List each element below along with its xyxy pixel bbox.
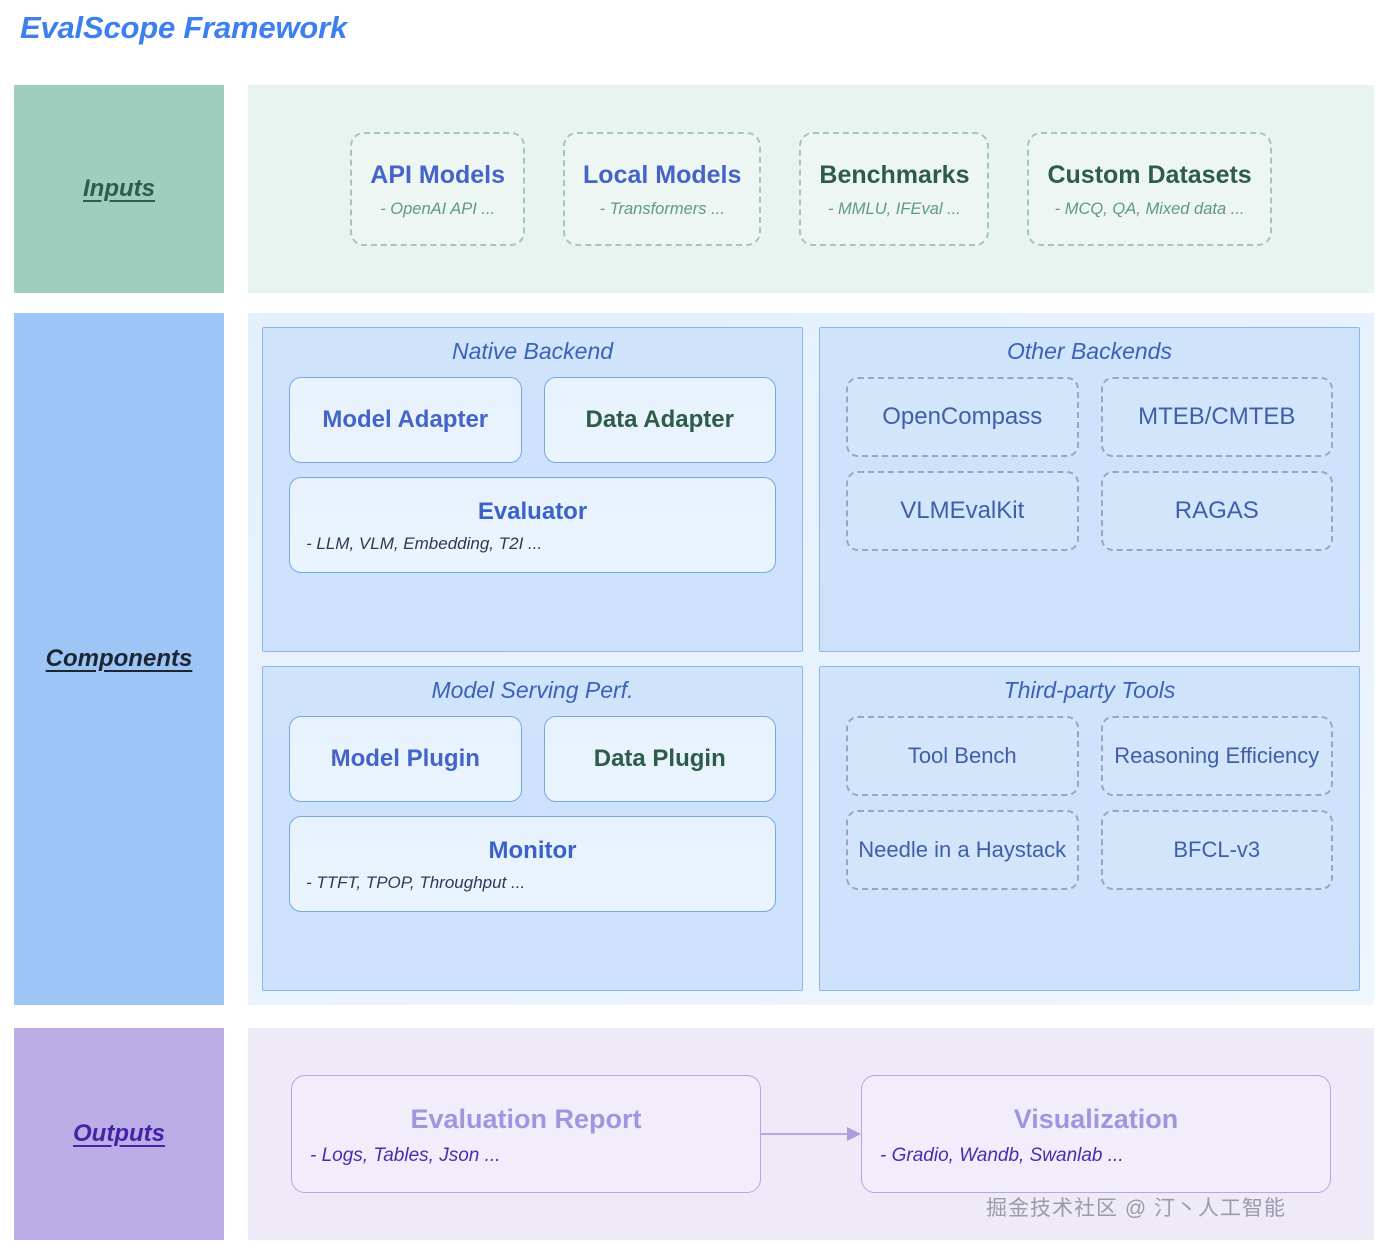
input-card-benchmarks[interactable]: Benchmarks - MMLU, IFEval ...	[799, 132, 990, 246]
group-title: Model Serving Perf.	[431, 677, 634, 703]
inputs-row: Inputs API Models - OpenAI API ... Local…	[14, 85, 1374, 293]
pill-needle-in-a-haystack[interactable]: Needle in a Haystack	[846, 810, 1079, 890]
components-top-row: Native Backend Model Adapter Data Adapte…	[262, 327, 1360, 652]
card-subtitle: - OpenAI API ...	[380, 200, 496, 218]
output-card-evaluation-report[interactable]: Evaluation Report - Logs, Tables, Json .…	[291, 1075, 761, 1193]
components-label-panel: Components	[14, 313, 224, 1005]
pill-ragas[interactable]: RAGAS	[1100, 471, 1333, 551]
pill-row: Model Adapter Data Adapter	[289, 377, 776, 463]
arrow-shaft	[761, 1133, 849, 1135]
pill-row: Needle in a Haystack BFCL-v3	[846, 810, 1333, 890]
card-subtitle: - Logs, Tables, Json ...	[310, 1144, 501, 1166]
group-other-backends: Other Backends OpenCompass MTEB/CMTEB VL…	[819, 327, 1360, 652]
card-title: Custom Datasets	[1047, 161, 1252, 189]
pill-subtitle: - TTFT, TPOP, Throughput ...	[306, 873, 526, 892]
inputs-label: Inputs	[83, 175, 155, 202]
group-third-party-tools: Third-party Tools Tool Bench Reasoning E…	[819, 666, 1360, 991]
card-title: Visualization	[1013, 1103, 1179, 1134]
components-bottom-row: Model Serving Perf. Model Plugin Data Pl…	[262, 666, 1360, 991]
pill-title: Evaluator	[477, 498, 588, 525]
card-subtitle: - MMLU, IFEval ...	[827, 200, 961, 218]
card-subtitle: - Gradio, Wandb, Swanlab ...	[880, 1144, 1124, 1166]
watermark: 掘金技术社区 @ 汀丶人工智能	[986, 1197, 1286, 1220]
pill-monitor[interactable]: Monitor - TTFT, TPOP, Throughput ...	[289, 816, 776, 912]
group-title: Third-party Tools	[1003, 677, 1176, 703]
pill-bfcl-v3[interactable]: BFCL-v3	[1100, 810, 1333, 890]
card-subtitle: - MCQ, QA, Mixed data ...	[1054, 200, 1245, 218]
inputs-label-panel: Inputs	[14, 85, 224, 293]
card-title: Local Models	[583, 161, 742, 189]
arrow-head	[847, 1127, 861, 1141]
pill-vlmevalkit[interactable]: VLMEvalKit	[846, 471, 1079, 551]
outputs-row: Outputs Evaluation Report - Logs, Tables…	[14, 1028, 1374, 1240]
pill-subtitle: - LLM, VLM, Embedding, T2I ...	[306, 534, 543, 553]
card-title: Evaluation Report	[410, 1103, 642, 1134]
pill-row: Model Plugin Data Plugin	[289, 716, 776, 802]
pill-title: Monitor	[488, 837, 577, 864]
pill-row: Tool Bench Reasoning Efficiency	[846, 716, 1333, 796]
pill-data-plugin[interactable]: Data Plugin	[543, 716, 776, 802]
components-label: Components	[45, 645, 193, 672]
pill-reasoning-efficiency[interactable]: Reasoning Efficiency	[1100, 716, 1333, 796]
pill-model-adapter[interactable]: Model Adapter	[289, 377, 522, 463]
outputs-label: Outputs	[73, 1120, 165, 1147]
components-band: Native Backend Model Adapter Data Adapte…	[248, 313, 1374, 1005]
pill-opencompass[interactable]: OpenCompass	[846, 377, 1079, 457]
pill-row: VLMEvalKit RAGAS	[846, 471, 1333, 551]
outputs-band: Evaluation Report - Logs, Tables, Json .…	[248, 1028, 1374, 1240]
inputs-band: API Models - OpenAI API ... Local Models…	[248, 85, 1374, 293]
input-card-api-models[interactable]: API Models - OpenAI API ...	[350, 132, 526, 246]
components-row: Components Native Backend Model Adapter …	[14, 313, 1374, 1005]
pill-tool-bench[interactable]: Tool Bench	[846, 716, 1079, 796]
outputs-label-panel: Outputs	[14, 1028, 224, 1240]
arrow-right-icon	[761, 1124, 861, 1144]
card-title: Benchmarks	[819, 161, 970, 189]
card-subtitle: - Transformers ...	[599, 200, 725, 218]
group-native-backend: Native Backend Model Adapter Data Adapte…	[262, 327, 803, 652]
group-title: Other Backends	[1007, 338, 1172, 364]
pill-evaluator[interactable]: Evaluator - LLM, VLM, Embedding, T2I ...	[289, 477, 776, 573]
card-title: API Models	[370, 161, 506, 189]
group-model-serving-perf: Model Serving Perf. Model Plugin Data Pl…	[262, 666, 803, 991]
input-card-local-models[interactable]: Local Models - Transformers ...	[563, 132, 762, 246]
input-card-custom-datasets[interactable]: Custom Datasets - MCQ, QA, Mixed data ..…	[1027, 132, 1272, 246]
output-card-visualization[interactable]: Visualization - Gradio, Wandb, Swanlab .…	[861, 1075, 1331, 1193]
pill-data-adapter[interactable]: Data Adapter	[543, 377, 776, 463]
pill-model-plugin[interactable]: Model Plugin	[289, 716, 522, 802]
pill-row: OpenCompass MTEB/CMTEB	[846, 377, 1333, 457]
page-title: EvalScope Framework	[20, 10, 348, 45]
pill-mteb-cmteb[interactable]: MTEB/CMTEB	[1100, 377, 1333, 457]
group-title: Native Backend	[451, 338, 614, 364]
